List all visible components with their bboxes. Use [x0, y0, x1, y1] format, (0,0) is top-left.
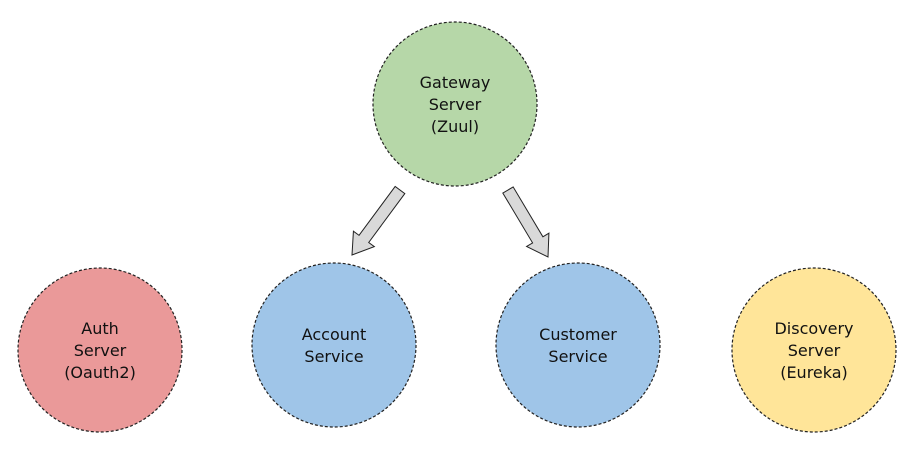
node-customer-label-line: Customer: [539, 325, 617, 344]
node-account-circle: [251, 262, 417, 428]
node-account-label-line: Account: [302, 325, 367, 344]
node-discovery-label-line: Discovery: [774, 319, 853, 338]
node-gateway-circle: [372, 21, 538, 187]
node-discovery-label-line: Server: [788, 341, 841, 360]
node-auth-label-line: Server: [74, 341, 127, 360]
node-auth-circle: [17, 267, 183, 433]
node-auth-label-line: Auth: [81, 319, 119, 338]
arrow-gateway-to-account: [351, 185, 406, 256]
node-discovery-circle: [731, 267, 897, 433]
node-customer-circle: [495, 262, 661, 428]
node-auth-label-line: (Oauth2): [64, 363, 136, 382]
arrow-gateway-to-customer: [502, 186, 550, 258]
node-gateway-label-line: (Zuul): [431, 117, 479, 136]
node-discovery-label-line: (Eureka): [780, 363, 848, 382]
node-customer-label-line: Service: [548, 347, 607, 366]
node-gateway-label-line: Server: [429, 95, 482, 114]
node-gateway-label-line: Gateway: [420, 73, 491, 92]
node-account-label-line: Service: [304, 347, 363, 366]
